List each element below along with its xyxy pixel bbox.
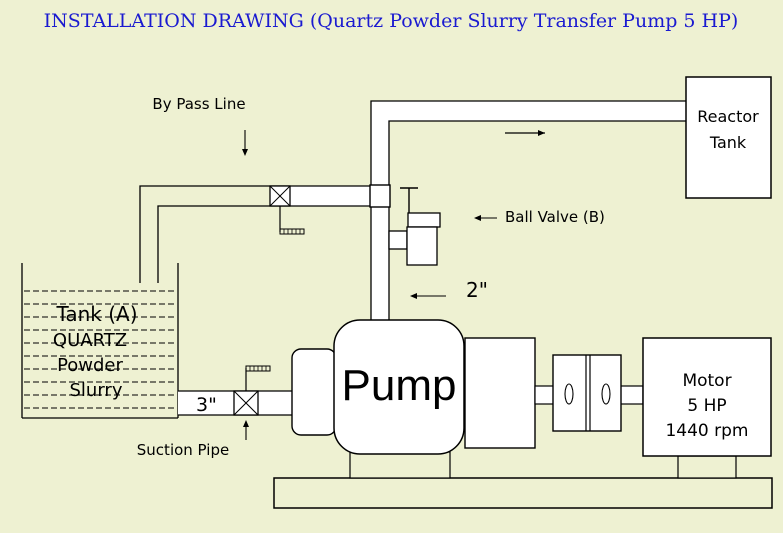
tank-label-line2: QUARTZ [53,330,127,351]
motor-label-line3: 1440 rpm [665,421,748,441]
diagram-title: INSTALLATION DRAWING (Quartz Powder Slur… [44,10,739,32]
bearing-housing [464,337,536,449]
ball-valve-b[interactable] [388,187,441,266]
motor-label-line2: 5 HP [687,396,726,416]
pump-body [333,319,465,455]
flow-arrow [505,130,545,136]
pipe-2in-label: 2" [466,278,488,302]
motor [642,337,772,457]
reactor-label-line1: Reactor [697,107,759,126]
suction-arrow [243,420,249,440]
motor-foot [677,455,737,479]
ball-valve-label: Ball Valve (B) [505,208,605,226]
bypass-label: By Pass Line [152,95,245,113]
tank-label-line4: Slurry [70,380,123,401]
tank-label-line1: Tank (A) [55,302,137,326]
pipe-2in-arrow [410,293,446,299]
pump-foot [349,451,451,479]
discharge-pipe [370,100,686,325]
bypass-arrow [242,130,248,156]
pump-inlet-cover [291,348,337,436]
pump-label: Pump [342,361,457,410]
bypass-pipe [139,185,371,283]
coupling [552,354,622,432]
slurry-level-lines [24,290,176,409]
motor-label-line1: Motor [682,371,731,391]
reactor-label-line2: Tank [709,133,747,152]
suction-label: Suction Pipe [137,441,229,459]
ball-valve-arrow [474,215,497,221]
tee-joint [369,184,391,208]
pipe-3in-label: 3" [196,394,217,416]
bypass-valve-handle-ticks [283,229,301,234]
tank-label-line3: Powder [57,355,123,376]
suction-valve[interactable] [233,365,271,416]
reactor-tank [685,76,772,199]
base-plate [273,477,773,509]
